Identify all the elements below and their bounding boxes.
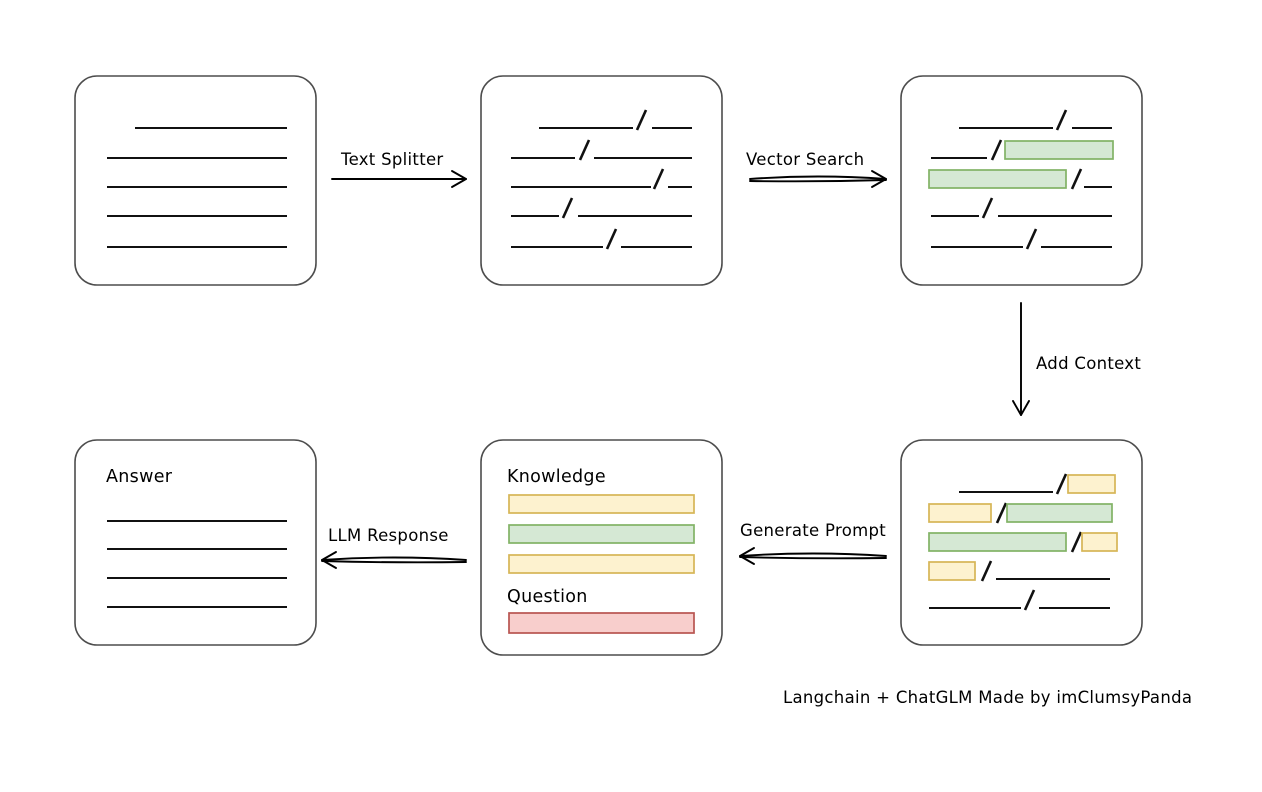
- highlight-chunk-green: [1004, 140, 1114, 160]
- edge-vector-search-line-lower: [749, 179, 887, 183]
- highlight-chunk-yellow: [928, 561, 976, 581]
- highlight-chunk-green: [928, 169, 1067, 189]
- prompt-section-label-knowledge: Knowledge: [507, 467, 606, 487]
- chunk-separator-slash: [1070, 168, 1083, 190]
- prompt-section-label-question: Question: [507, 587, 588, 607]
- chunk-separator-slash: [1023, 589, 1036, 611]
- chunk-separator-slash: [635, 109, 648, 131]
- chunk-separator-slash: [981, 197, 994, 219]
- highlight-chunk-yellow: [928, 503, 992, 523]
- chunk-separator-slash: [652, 168, 665, 190]
- edge-generate-prompt-line-lower: [739, 556, 887, 560]
- chunk-separator-slash: [980, 560, 993, 582]
- edge-generate-prompt-label: Generate Prompt: [740, 521, 886, 540]
- chunk-separator-slash: [578, 139, 591, 161]
- chunk-separator-slash: [1070, 531, 1083, 553]
- prompt-bar-yellow: [508, 494, 695, 514]
- chunk-separator-slash: [1055, 473, 1068, 495]
- highlight-chunk-yellow: [1081, 532, 1118, 552]
- answer-card: [74, 439, 317, 646]
- answer-card-title: Answer: [106, 467, 173, 487]
- chunk-separator-slash: [990, 139, 1003, 161]
- edge-llm-response-head: [321, 551, 337, 569]
- chunk-separator-slash: [995, 502, 1008, 524]
- edge-text-splitter-label: Text Splitter: [340, 150, 444, 169]
- prompt-card: [480, 439, 723, 656]
- edge-text-splitter-head: [451, 170, 467, 188]
- edge-add-context-head: [1012, 400, 1030, 416]
- edge-add-context-label: Add Context: [1036, 354, 1141, 373]
- credit-text: Langchain + ChatGLM Made by imClumsyPand…: [783, 688, 1192, 707]
- chunk-separator-slash: [605, 228, 618, 250]
- edge-llm-response-label: LLM Response: [328, 526, 449, 545]
- edge-generate-prompt-line-upper: [739, 552, 887, 557]
- edge-llm-response-line-lower: [321, 560, 467, 564]
- edge-generate-prompt-head: [739, 547, 755, 565]
- prompt-bar-green: [508, 524, 695, 544]
- source-document-card: [74, 75, 317, 286]
- prompt-bar-red: [508, 612, 695, 634]
- split-document-card: [480, 75, 723, 286]
- edge-vector-search-line-upper: [749, 175, 887, 180]
- edge-llm-response-line-upper: [321, 556, 467, 561]
- highlight-chunk-green: [1006, 503, 1113, 523]
- edge-vector-search-head: [871, 170, 887, 188]
- chunk-separator-slash: [561, 197, 574, 219]
- highlight-chunk-yellow: [1067, 474, 1116, 494]
- chunk-separator-slash: [1055, 109, 1068, 131]
- prompt-bar-yellow: [508, 554, 695, 574]
- highlight-chunk-green: [928, 532, 1067, 552]
- chunk-separator-slash: [1025, 228, 1038, 250]
- edge-vector-search-label: Vector Search: [746, 150, 864, 169]
